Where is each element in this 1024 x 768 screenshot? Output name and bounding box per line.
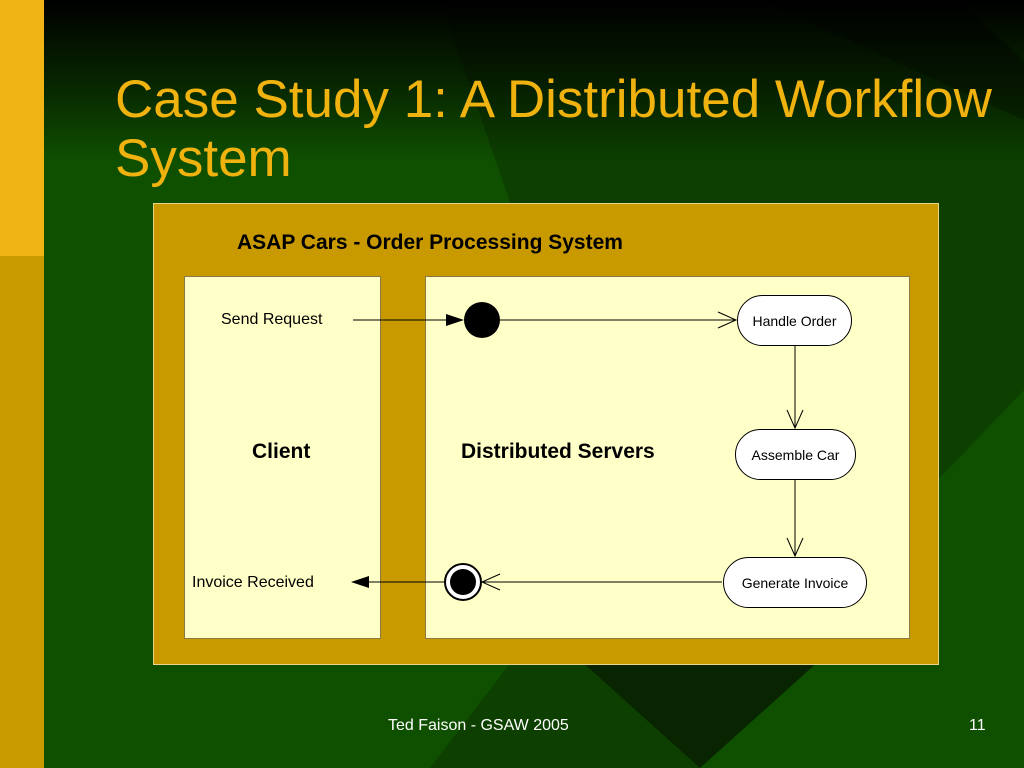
invoice-received-label: Invoice Received — [192, 574, 314, 591]
page-number: 11 — [969, 717, 986, 734]
left-accent-top — [0, 0, 44, 256]
bottom-shadow — [580, 660, 820, 768]
servers-lane-label: Distributed Servers — [461, 440, 655, 463]
assemble-car-node: Assemble Car — [735, 429, 856, 480]
client-lane — [184, 276, 381, 639]
handle-order-node: Handle Order — [737, 295, 852, 346]
send-request-label: Send Request — [221, 311, 323, 328]
generate-invoice-node: Generate Invoice — [723, 557, 867, 608]
client-lane-label: Client — [252, 440, 311, 463]
slide-title: Case Study 1: A Distributed Workflow Sys… — [115, 70, 992, 188]
diagram-title: ASAP Cars - Order Processing System — [237, 231, 623, 254]
footer-text: Ted Faison - GSAW 2005 — [388, 717, 569, 734]
